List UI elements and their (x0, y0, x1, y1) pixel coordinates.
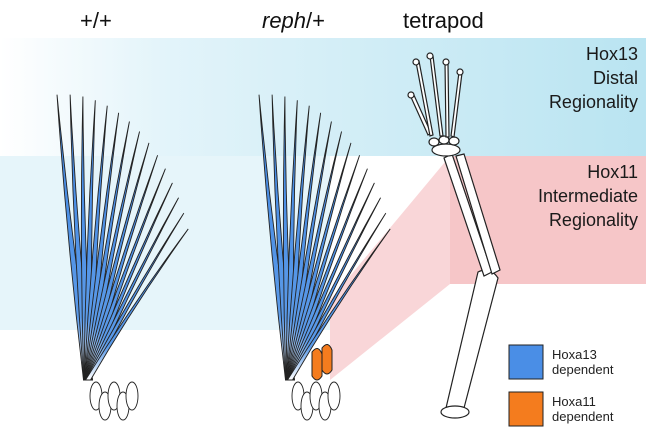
legend-hoxa11-line1: Hoxa11 (552, 394, 596, 409)
reph-mutant-fin (258, 94, 391, 421)
wildtype-title: +/+ (80, 8, 112, 33)
fin-radial (125, 381, 139, 411)
hox13-line2: Distal (592, 68, 638, 88)
mutant-title-rest: /+ (306, 8, 326, 33)
hoxa11-element-1 (311, 348, 323, 381)
hox13-region-band (0, 38, 646, 156)
fin-ray (286, 228, 391, 381)
legend-swatch-hoxa13 (508, 344, 544, 380)
legend-hoxa13-line1: Hoxa13 (552, 347, 597, 362)
hox13-region-label: Hox13 Distal Regionality (549, 42, 638, 114)
hox13-line3: Regionality (548, 92, 638, 112)
legend-label-hoxa13: Hoxa13 dependent (552, 347, 642, 377)
legend-swatch-hoxa11 (508, 391, 544, 427)
hox11-line3: Regionality (548, 210, 638, 230)
tetrapod-limb (407, 52, 501, 419)
hox11-line2: Intermediate (537, 186, 638, 206)
fin-ray (84, 228, 189, 381)
mutant-title: reph/+ (262, 8, 325, 34)
wildtype-fin (56, 94, 189, 421)
hox11-region-projection (330, 156, 450, 380)
legend-hoxa13-line2: dependent (552, 362, 614, 377)
legend-label-hoxa11: Hoxa11 dependent (552, 394, 642, 424)
mutant-title-italic: reph (262, 8, 307, 33)
tetrapod-title: tetrapod (403, 8, 484, 33)
hoxa11-element-2 (321, 344, 333, 375)
hox11-region-label: Hox11 Intermediate Regionality (538, 160, 638, 232)
legend-hoxa11-line2: dependent (552, 409, 614, 424)
hox11-line1: Hox11 (587, 162, 638, 182)
hox13-line1: Hox13 (585, 44, 638, 64)
fin-radial (327, 381, 341, 411)
